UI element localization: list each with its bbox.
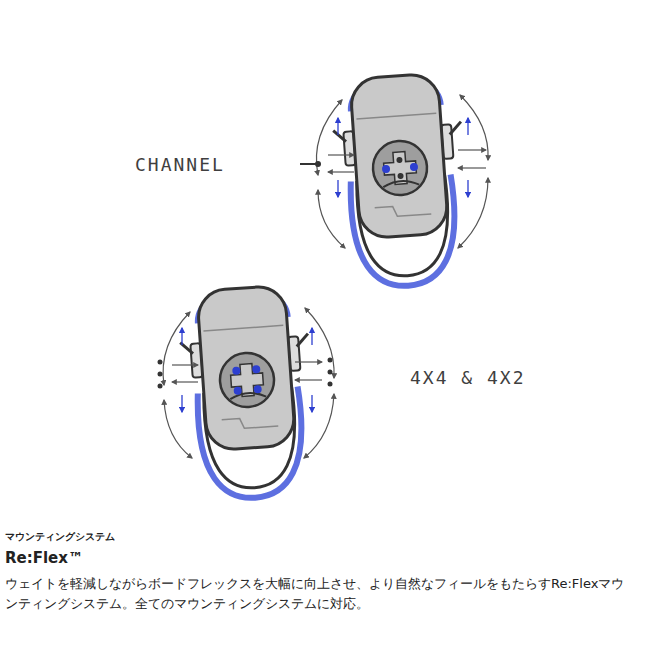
board-outline — [0, 270, 650, 500]
section-label: マウンティングシステム — [5, 530, 635, 544]
description-text: ウェイトを軽減しながらボードフレックスを大幅に向上させ、より自然なフィールをもた… — [5, 574, 637, 614]
snowboard-band: 4X4 & 4X2 — [0, 270, 650, 500]
board-outline — [0, 40, 650, 280]
product-heading: Re:Flex™ — [5, 548, 635, 568]
snowboard-band: CHANNEL — [0, 40, 650, 280]
illustration-ground — [5, 40, 645, 506]
mount-type-label: 4X4 & 4X2 — [410, 367, 526, 388]
mount-type-label: CHANNEL — [135, 154, 225, 175]
